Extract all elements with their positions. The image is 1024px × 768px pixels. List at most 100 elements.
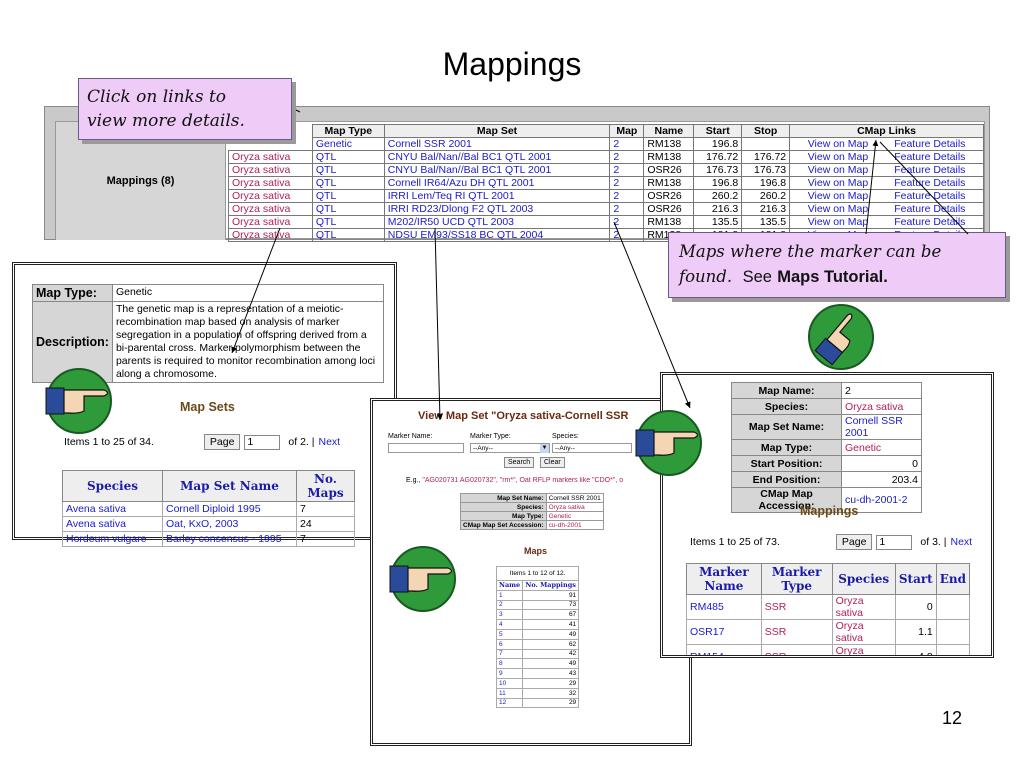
cmap-links-cell: View on Map Feature Details: [789, 163, 984, 177]
clear-button[interactable]: Clear: [540, 457, 565, 468]
maps-col-no-mappings: No. Mappings: [522, 580, 580, 591]
info-value[interactable]: cu-dh-2001: [545, 520, 604, 530]
search-button[interactable]: Search: [504, 457, 535, 468]
map-name-link[interactable]: 9: [495, 668, 524, 679]
map-sets-page-button[interactable]: Page: [203, 434, 241, 450]
map-count-cell: 49: [522, 628, 580, 640]
map-name-link[interactable]: 10: [495, 677, 524, 689]
info-label: Map Type:: [731, 439, 842, 456]
map-link[interactable]: 2: [609, 137, 645, 151]
col-map: Map: [609, 124, 645, 138]
feature-details-link[interactable]: Feature Details: [894, 138, 966, 150]
cmap-links-cell: View on Map Feature Details: [789, 150, 984, 164]
map-set-name-link[interactable]: Barley consensus - 1995: [162, 531, 297, 547]
map-link[interactable]: 2: [609, 150, 645, 164]
pointing-hand-icon: [382, 544, 464, 614]
pointing-hand-icon: [38, 366, 120, 436]
view-on-map-link[interactable]: View on Map: [807, 216, 869, 228]
map-name-link[interactable]: 12: [495, 697, 524, 709]
map-set-link[interactable]: NDSU EM93/SS18 BC QTL 2004: [383, 228, 611, 242]
map-name-link[interactable]: 3: [495, 609, 524, 621]
description-text: The genetic map is a representation of a…: [111, 301, 385, 383]
info-value[interactable]: Genetic: [545, 511, 604, 521]
map-set-name-link[interactable]: Oat, KxO, 2003: [162, 516, 297, 532]
map-name-link[interactable]: 11: [495, 687, 524, 699]
map-set-link[interactable]: CNYU Bal/Nan//Bal BC1 QTL 2001: [383, 150, 611, 164]
map-set-link[interactable]: IRRI RD23/Dlong F2 QTL 2003: [383, 202, 611, 216]
view-on-map-link[interactable]: View on Map: [807, 177, 869, 189]
map-name-link[interactable]: 5: [495, 628, 524, 640]
map-set-link[interactable]: IRRI Lem/Teq RI QTL 2001: [383, 189, 611, 203]
marker-type-select[interactable]: --Any--▼: [470, 443, 550, 453]
map-link[interactable]: 2: [609, 202, 645, 216]
col-name: Name: [643, 124, 695, 138]
species-select[interactable]: --Any--: [552, 443, 632, 453]
map-set-link[interactable]: Cornell IR64/Azu DH QTL 2001: [383, 176, 611, 190]
view-on-map-link[interactable]: View on Map: [807, 138, 869, 150]
view-on-map-link[interactable]: View on Map: [807, 190, 869, 202]
map-link[interactable]: 2: [609, 189, 645, 203]
feature-details-link[interactable]: Feature Details: [894, 177, 966, 189]
view-on-map-link[interactable]: View on Map: [807, 203, 869, 215]
feature-details-link[interactable]: Feature Details: [894, 151, 966, 163]
mapdetail-page-input[interactable]: 1: [876, 534, 913, 550]
map-sets-page-input[interactable]: 1: [244, 434, 281, 450]
map-set-link[interactable]: Cornell SSR 2001: [383, 137, 611, 151]
map-type-link[interactable]: QTL: [311, 215, 385, 229]
feature-details-link[interactable]: Feature Details: [894, 203, 966, 215]
feature-details-link[interactable]: Feature Details: [894, 164, 966, 176]
map-type-link[interactable]: QTL: [311, 163, 385, 177]
map-name-link[interactable]: 8: [495, 658, 524, 670]
mappings-table: Map Type Map Set Map Name Start Stop CMa…: [228, 124, 984, 242]
species-link[interactable]: Hordeum vulgare: [62, 531, 163, 547]
view-on-map-link[interactable]: View on Map: [807, 164, 869, 176]
map-type-label: Map Type:: [32, 284, 113, 302]
mapdetail-next-link[interactable]: Next: [950, 536, 973, 548]
map-type-link[interactable]: Genetic: [311, 137, 385, 151]
species-cell: Oryza sativa: [228, 176, 313, 190]
map-name-link[interactable]: 1: [495, 589, 524, 601]
species-link[interactable]: Avena sativa: [62, 516, 163, 532]
species-cell: Oryza sativa: [831, 594, 896, 620]
species-cell: Oryza sativa: [228, 228, 313, 242]
info-value[interactable]: Oryza sativa: [545, 502, 604, 512]
map-name-link[interactable]: 7: [495, 648, 524, 660]
mapdetail-pager: Items 1 to 25 of 73. Page 1 of 3. | Next: [690, 534, 972, 550]
no-maps-cell: 7: [296, 501, 355, 517]
map-type-link[interactable]: QTL: [311, 189, 385, 203]
map-link[interactable]: 2: [609, 215, 645, 229]
map-type-link[interactable]: QTL: [311, 228, 385, 242]
view-on-map-link[interactable]: View on Map: [807, 151, 869, 163]
feature-details-link[interactable]: Feature Details: [894, 216, 966, 228]
feature-details-link[interactable]: Feature Details: [894, 190, 966, 202]
marker-name-link[interactable]: RM485: [686, 594, 762, 620]
info-value[interactable]: Cornell SSR 2001: [841, 414, 922, 440]
maps-tutorial-link[interactable]: Maps Tutorial.: [777, 268, 888, 286]
mapdetail-page-button[interactable]: Page: [835, 534, 873, 550]
species-link[interactable]: Avena sativa: [62, 501, 163, 517]
marker-name-link[interactable]: RM154: [686, 644, 762, 655]
marker-name-input[interactable]: [388, 443, 464, 453]
map-name-link[interactable]: 2: [495, 599, 524, 611]
map-type-link[interactable]: QTL: [311, 202, 385, 216]
map-type-link[interactable]: QTL: [311, 150, 385, 164]
start-cell: 260.2: [693, 189, 743, 203]
map-link[interactable]: 2: [609, 163, 645, 177]
map-set-link[interactable]: M202/IR50 UCD QTL 2003: [383, 215, 611, 229]
page-number: 12: [941, 708, 962, 728]
info-value[interactable]: cu-dh-2001-2: [841, 487, 922, 513]
map-name-link[interactable]: 4: [495, 619, 524, 630]
map-set-name-link[interactable]: Cornell Diploid 1995: [162, 501, 297, 517]
map-sets-next-link[interactable]: Next: [318, 436, 341, 448]
table-row: Species:Oryza sativa: [460, 502, 604, 512]
map-link[interactable]: 2: [609, 228, 645, 242]
map-set-link[interactable]: CNYU Bal/Nan//Bal BC1 QTL 2001: [383, 163, 611, 177]
marker-name-link[interactable]: OSR17: [686, 619, 762, 645]
map-link[interactable]: 2: [609, 176, 645, 190]
map-name-link[interactable]: 6: [495, 638, 524, 650]
map-type-link[interactable]: QTL: [311, 176, 385, 190]
info-label: Start Position:: [731, 455, 842, 472]
